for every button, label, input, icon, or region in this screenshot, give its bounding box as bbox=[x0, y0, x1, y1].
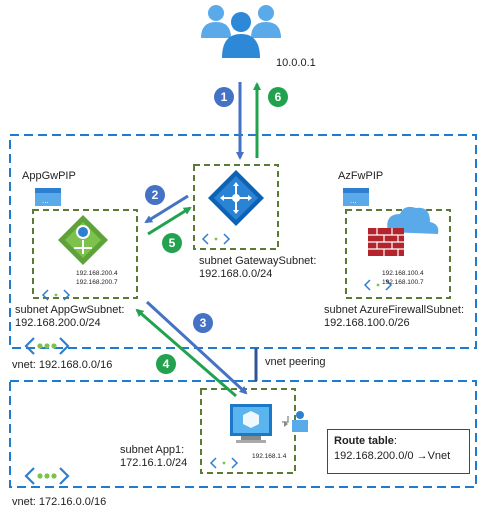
gateway-subnet-cidr: 192.168.0.0/24 bbox=[199, 268, 273, 280]
gateway-subnet-box bbox=[193, 164, 279, 250]
svg-text:1: 1 bbox=[221, 90, 228, 104]
svg-text:2: 2 bbox=[152, 188, 159, 202]
firewall-subnet-name: subnet AzureFirewallSubnet: bbox=[324, 304, 465, 316]
flow-arrow-5 bbox=[147, 206, 192, 236]
appgw-public-ip-icon: ... bbox=[35, 188, 61, 206]
step-5-badge: 5 bbox=[162, 233, 182, 253]
svg-text:4: 4 bbox=[163, 357, 170, 371]
appgw-subnet-icon bbox=[41, 289, 71, 301]
svg-text:...: ... bbox=[42, 196, 49, 205]
app-subnet-icon bbox=[209, 457, 239, 469]
app-gateway-waf-icon bbox=[58, 215, 108, 265]
azfw-public-ip-icon: ... bbox=[343, 188, 369, 206]
step-3-badge: 3 bbox=[193, 313, 213, 333]
virtual-machine-icon bbox=[230, 404, 272, 443]
hub-vnet-boundary bbox=[9, 134, 477, 349]
step-1-badge: 1 bbox=[214, 87, 234, 107]
spoke-vnet-boundary bbox=[9, 380, 477, 488]
flow-arrow-4 bbox=[135, 308, 237, 398]
step-4-badge: 4 bbox=[156, 354, 176, 374]
route-table-route: 192.168.200.0/0 →Vnet bbox=[334, 450, 451, 462]
application-gateway-icon bbox=[208, 170, 264, 226]
step-6-badge: 6 bbox=[268, 87, 288, 107]
spoke-vnet-icon bbox=[24, 467, 70, 485]
svg-text:3: 3 bbox=[200, 316, 207, 330]
flow-arrow-2 bbox=[144, 194, 189, 224]
spoke-vnet-label: vnet: 172.16.0.0/16 bbox=[12, 496, 107, 508]
svg-text:5: 5 bbox=[169, 236, 176, 250]
azfw-pip-label: AzFwPIP bbox=[338, 170, 384, 182]
appgw-ip-2: 192.168.200.7 bbox=[76, 279, 118, 286]
app-subnet-name: subnet App1: bbox=[120, 444, 185, 456]
app-subnet-cidr: 172.16.1.0/24 bbox=[120, 457, 188, 469]
firewall-ip-2: 192.168.100.7 bbox=[382, 279, 424, 286]
step-2-badge: 2 bbox=[145, 185, 165, 205]
firewall-subnet-box bbox=[345, 209, 451, 299]
route-table-icon bbox=[282, 411, 308, 432]
firewall-ip-1: 192.168.100.4 bbox=[382, 270, 424, 277]
gateway-subnet-icon bbox=[201, 233, 231, 245]
firewall-icon bbox=[368, 206, 439, 256]
client-ip-label: 10.0.0.1 bbox=[276, 57, 316, 69]
svg-text:6: 6 bbox=[275, 90, 282, 104]
app-vm-ip: 192.168.1.4 bbox=[252, 453, 287, 460]
route-table-title-line: Route table: bbox=[334, 434, 463, 449]
firewall-subnet-cidr: 192.168.100.0/26 bbox=[324, 317, 410, 329]
appgw-subnet-box bbox=[32, 209, 138, 299]
appgw-pip-label: AppGwPIP bbox=[22, 170, 76, 182]
vnet-peering-label: vnet peering bbox=[265, 356, 326, 368]
appgw-subnet-cidr: 192.168.200.0/24 bbox=[15, 317, 101, 329]
firewall-subnet-icon bbox=[363, 279, 393, 291]
appgw-ip-1: 192.168.200.4 bbox=[76, 270, 118, 277]
route-table-box: Route table: 192.168.200.0/0 →Vnet bbox=[327, 429, 470, 474]
gateway-subnet-name: subnet GatewaySubnet: bbox=[199, 255, 317, 267]
svg-text:...: ... bbox=[350, 196, 357, 205]
route-table-title: Route table bbox=[334, 435, 394, 447]
hub-vnet-label: vnet: 192.168.0.0/16 bbox=[12, 359, 113, 371]
appgw-subnet-name: subnet AppGwSubnet: bbox=[15, 304, 125, 316]
flow-arrow-3 bbox=[145, 300, 248, 395]
users-icon bbox=[201, 5, 281, 58]
route-table-colon: : bbox=[393, 435, 397, 447]
hub-vnet-icon bbox=[24, 337, 70, 355]
